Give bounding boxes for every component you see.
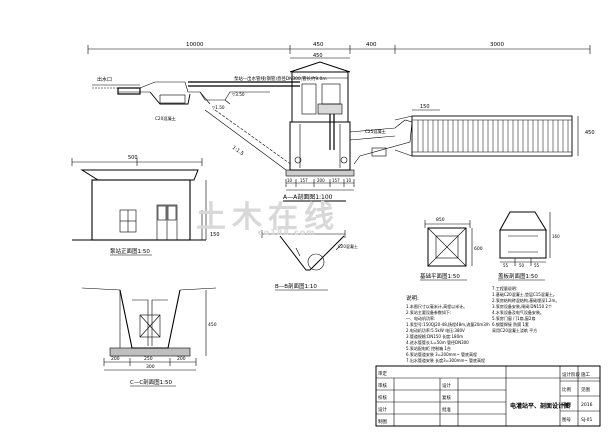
dim-base2-1: 55 <box>503 263 509 268</box>
note-line: 5.泵房门窗 门1扇,窗2扇 <box>492 315 535 321</box>
notes-left: 1.本图尺寸以毫米计,高程以米计。2.泵站主要设备参数如下: 一、电动机功率: … <box>406 303 490 363</box>
note-line: 6.钢管焊接 防腐 1套 <box>492 321 529 327</box>
title-front: 泵站正面图1:50 <box>110 247 150 255</box>
level-b: ▽1.50 <box>212 105 225 110</box>
dim-cc-2: 250 <box>144 356 153 362</box>
section-aa: 出水口 泵站—出水管线(钢管)直径DN300,管长约9.0m ▽3.50 ▽1.… <box>92 61 595 202</box>
note-line: 采用C20混凝土浇筑 平方 <box>492 327 537 333</box>
pump-house-section <box>285 61 355 177</box>
dim-base2-4: 160 <box>552 234 560 239</box>
c20-label: C20混凝土 <box>155 115 176 122</box>
discharge-channel <box>394 115 573 157</box>
dim-aa-b5: 10 <box>346 178 352 183</box>
tb-row-label: 审核 <box>378 382 387 389</box>
pipe-note: 泵站—出水管线(钢管)直径DN300,管长约9.0m <box>234 75 327 82</box>
channel-hatch <box>417 120 569 152</box>
title-cc: C—C剖面图1:50 <box>130 378 173 386</box>
note-line: 1.泵型号:150QJ20-48,扬程48m,流量20m3/h <box>406 321 490 327</box>
dim-front-1: 500 <box>128 155 138 161</box>
dim-base-2: 600 <box>474 246 483 252</box>
dim-top-5: 450 <box>313 53 323 59</box>
tb-right-label: 比例 <box>562 386 571 393</box>
tb-right-value: SJ-01 <box>581 417 593 423</box>
c25-label: C25混凝土 <box>365 128 386 135</box>
tb-col-label: 批准 <box>442 406 451 413</box>
tb-row-label: 设计 <box>378 406 387 413</box>
dim-top-3: 400 <box>366 42 377 48</box>
base-plan: 850 600 基础平面图1:50 <box>420 217 483 281</box>
note-line: 一、电动机功率: <box>406 315 435 321</box>
dim-front-2: 150 <box>210 232 220 238</box>
dim-aa-b3: 200 <box>317 178 325 183</box>
title-base2: 盖板剖面图1:50 <box>498 272 538 280</box>
bb-note: C20混凝土 <box>338 243 358 249</box>
water-outlet-label: 出水口 <box>97 76 112 83</box>
dim-aa-b1: 10 <box>287 178 293 183</box>
note-line: 2.电动机功率:5.5kW 电压:380V <box>406 327 465 333</box>
dim-cc-3: 200 <box>177 356 186 362</box>
tb-right-value: 2016 <box>581 402 593 408</box>
dim-aa-r2: 450 <box>585 130 595 136</box>
dim-base2-2: 50 <box>519 263 525 268</box>
top-dimension-chain: 10000 450 400 3000 450 <box>87 42 591 59</box>
tb-right-value: 见图 <box>581 387 590 393</box>
dim-top-4: 3000 <box>490 42 504 48</box>
tb-row-label: 制图 <box>378 418 387 425</box>
title-bb: B—B剖面图1:10 <box>275 282 317 290</box>
notes-block: 说明: 1.本图尺寸以毫米计,高程以米计。2.泵站主要设备参数如下: 一、电动机… <box>406 285 559 363</box>
tb-row-label: 校核 <box>378 394 387 401</box>
tb-right-value: 施工 <box>581 371 590 378</box>
window <box>119 209 137 233</box>
tb-col-label: 设计 <box>442 382 451 389</box>
tb-row-label: 审定 <box>378 370 387 377</box>
dim-aa-b2: 157 <box>300 178 308 183</box>
note-line: 3.管道规格:DN150 长度:180m <box>406 333 463 339</box>
dim-base-1: 850 <box>436 217 445 223</box>
dim-cc-1: 200 <box>111 356 120 362</box>
dim-top-1: 10000 <box>186 42 204 48</box>
cover-section: 55 50 55 160 盖板剖面图1:50 <box>498 211 560 281</box>
dim-aa-r1: 150 <box>420 104 430 110</box>
level-a: ▽3.50 <box>232 92 245 97</box>
note-line: 6.泵站管道安装 3=200mm~ 管底高程 <box>406 351 477 357</box>
section-cc: 450 200 250 200 300 C—C剖面图1:50 <box>81 287 217 387</box>
title-base1: 基础平面图1:50 <box>420 272 460 280</box>
tb-col-label: 复核 <box>442 394 451 401</box>
dim-cc-5: 300 <box>146 364 155 370</box>
door <box>156 204 178 241</box>
note-line: 2.泵房结构砖混结构,基础埋深1.2m。 <box>492 297 559 303</box>
notes-right: 7.工程量说明:1.基础C20混凝土,垫层C15混凝土。2.泵房结构砖混结构,基… <box>492 285 559 333</box>
front-elevation: 500 150 泵站正面图1:50 <box>71 155 220 256</box>
tb-right-label: 日期 <box>562 402 571 408</box>
note-line: 3.泵房设备安装,闸阀:DN150 2个 <box>492 303 552 309</box>
note-line: 7.出水管道安装 长度3=300mm~ 管底高程 <box>406 357 485 363</box>
dim-cc-4: 450 <box>208 322 217 328</box>
note-line: 5.泵站配电柜 控制箱 1台 <box>406 345 451 351</box>
section-bb: C20混凝土 B—B剖面图1:10 <box>261 230 358 291</box>
note-line: 4.进水管管长:L=50m 管径DN300 <box>406 339 469 345</box>
title-aa: A—A剖面图1:100 <box>283 193 333 201</box>
title-block: 审定审核校核设计制图设计复核批准设计阶段比例日期图号施工见图2016SJ-01 … <box>375 365 601 427</box>
dim-top-2: 450 <box>313 42 324 48</box>
dim-aa-b4: 157 <box>332 178 340 183</box>
note-line: 4.水泵设备及电气设备安装。 <box>492 309 544 315</box>
note-line: 7.工程量说明: <box>492 285 517 291</box>
note-line: 2.泵站主要设备参数如下: <box>406 309 451 315</box>
drawing-name: 电灌站平、剖面设计图 <box>510 402 570 410</box>
slope-label: 1:1.5 <box>231 145 245 157</box>
note-line: 1.本图尺寸以毫米计,高程以米计。 <box>406 303 467 309</box>
tb-right-label: 设计阶段 <box>562 371 580 378</box>
note-line: 1.基础C20混凝土,垫层C15混凝土。 <box>492 291 557 297</box>
tb-right-label: 图号 <box>562 417 571 423</box>
notes-title: 说明: <box>406 294 419 302</box>
dim-base2-3: 55 <box>534 263 540 268</box>
